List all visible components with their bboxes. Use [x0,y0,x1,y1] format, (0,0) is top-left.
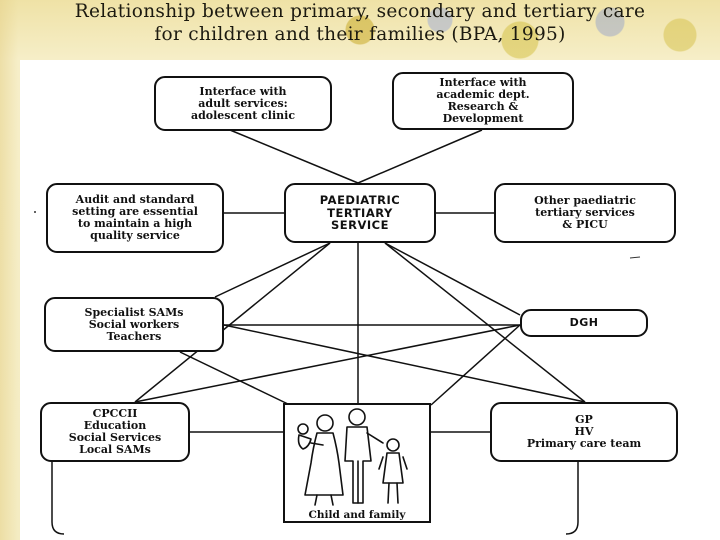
title-line-1: Relationship between primary, secondary … [74,1,646,22]
node-interface-adult: Interface with adult services: adolescen… [154,76,332,131]
connector-dgh-family [430,324,521,406]
slide-title: Relationship between primary, secondary … [0,0,720,46]
connector-adult-tertiary [229,129,359,184]
connector-dgh-cpccii [134,324,521,403]
connector-academic-tertiary [357,129,483,184]
node-paediatric-tertiary: PAEDIATRIC TERTIARY SERVICE [284,183,436,243]
connector-tertiary-dgh [384,242,521,316]
flower-decoration [320,0,720,60]
node-cpccii: CPCCII Education Social Services Local S… [40,402,190,462]
node-audit: Audit and standard setting are essential… [46,183,224,253]
node-interface-academic: Interface with academic dept. Research &… [392,72,574,130]
connector-tertiary-cpccii [134,242,331,403]
family-group-icon [297,408,408,506]
family-label: Child and family [308,509,406,521]
node-specialist: Specialist SAMs Social workers Teachers [44,297,224,352]
node-dgh: DGH [520,309,648,337]
connector-cpccii-bottom [51,462,65,535]
connector-tertiary-specialist [214,242,331,298]
connector-specialist-family [179,351,291,406]
connector-specialist-gp [223,324,586,403]
node-other-tertiary: Other paediatric tertiary services & PIC… [494,183,676,243]
connector-tertiary-gp [384,242,586,403]
title-line-2: for children and their families (BPA, 19… [154,24,566,45]
connector-gp-bottom [565,462,579,535]
node-gp: GP HV Primary care team [490,402,678,462]
